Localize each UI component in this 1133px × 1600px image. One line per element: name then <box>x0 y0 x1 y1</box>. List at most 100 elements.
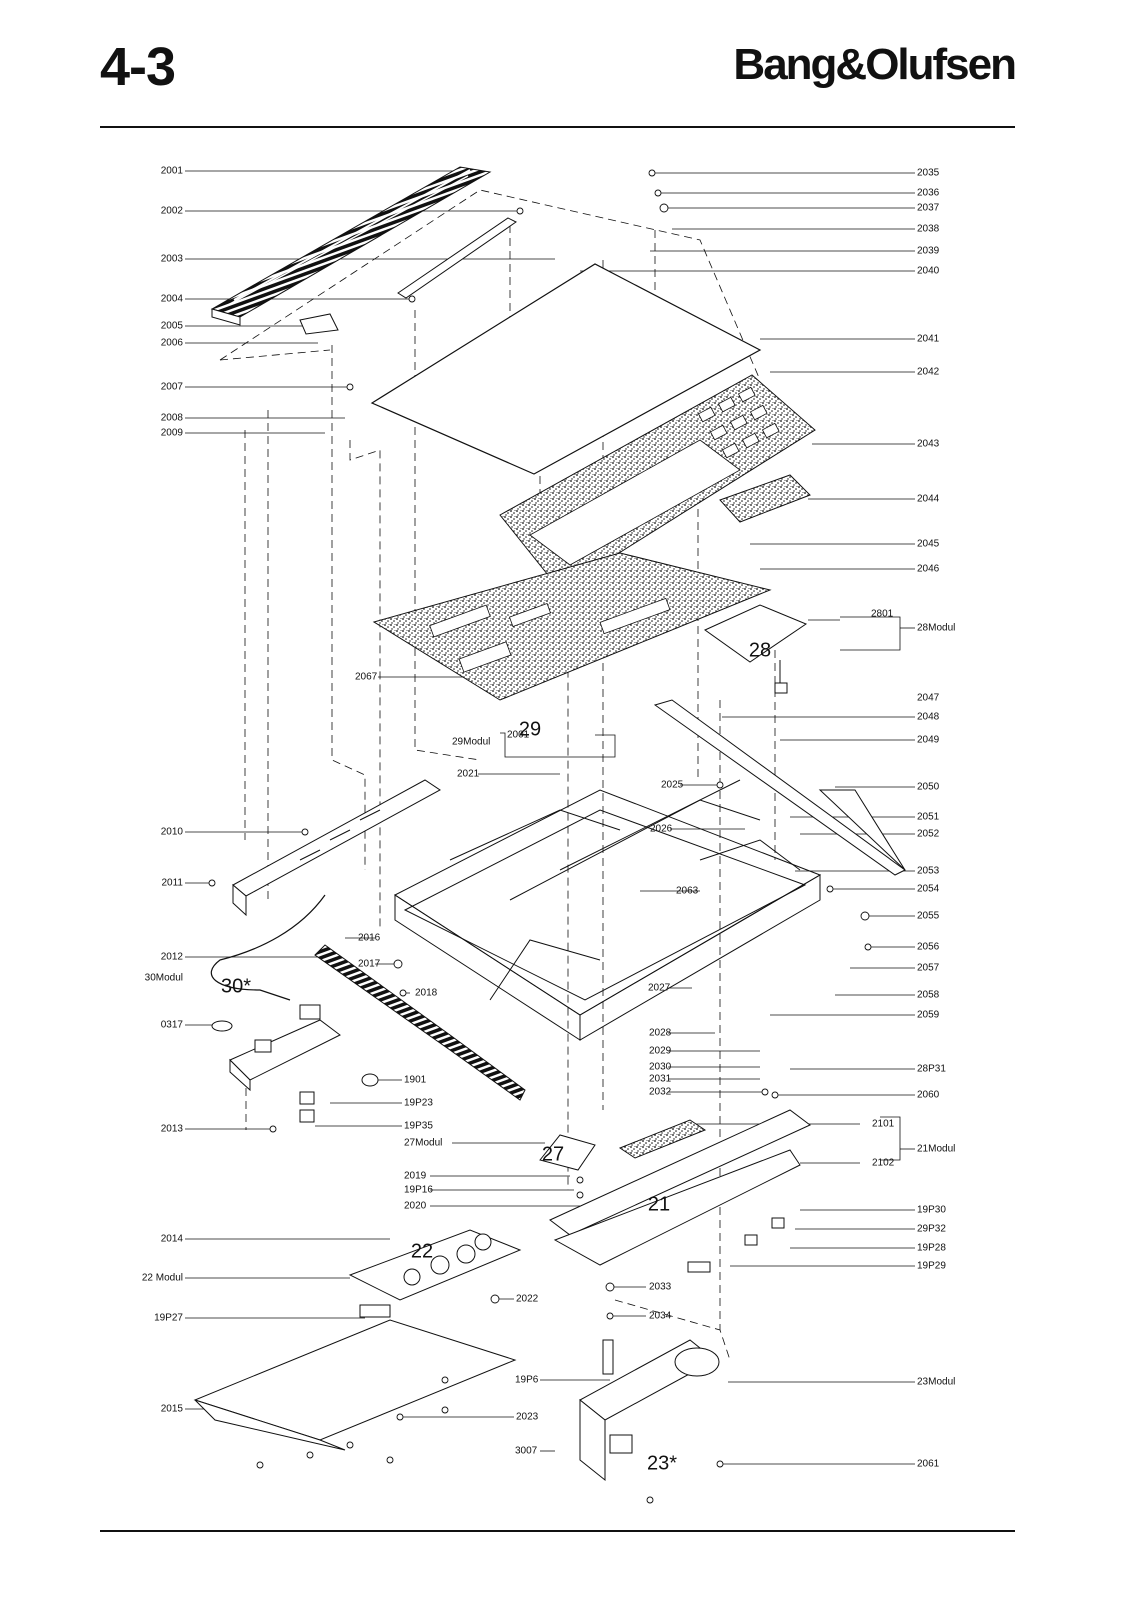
module-30-cable <box>210 894 326 1001</box>
module-21-boards <box>549 1109 811 1273</box>
part-label: 2009 <box>161 428 184 439</box>
part-label: 2050 <box>917 782 940 793</box>
part-label: 29Modul <box>452 737 490 748</box>
brand-logo: Bang&Olufsen <box>733 40 1017 89</box>
cover-plate <box>370 263 762 475</box>
rail-bar <box>299 217 517 335</box>
top-panel <box>499 374 816 591</box>
part-label: 2060 <box>917 1090 940 1101</box>
part-label: 2051 <box>917 812 940 823</box>
part-label: 2026 <box>650 824 673 835</box>
part-label: 2039 <box>917 246 940 257</box>
part-label: 2031 <box>649 1074 672 1085</box>
part-label: 2020 <box>404 1201 427 1212</box>
part-label: 2006 <box>161 338 184 349</box>
chassis-frame <box>394 779 822 1041</box>
part-label: 2102 <box>872 1158 895 1169</box>
part-label: 2021 <box>457 769 480 780</box>
part-label: 2061 <box>917 1459 940 1470</box>
part-label: 2063 <box>676 886 699 897</box>
part-label: 0317 <box>161 1020 184 1031</box>
module-number: 27 <box>542 1143 564 1165</box>
part-label: 2045 <box>917 539 940 550</box>
part-label: 19P28 <box>917 1243 946 1254</box>
part-label: 2025 <box>661 780 684 791</box>
part-label: 2041 <box>917 334 940 345</box>
part-label: 2101 <box>872 1119 895 1130</box>
part-label: 2030 <box>649 1062 672 1073</box>
part-label: 2044 <box>917 494 940 505</box>
part-label: 28P31 <box>917 1064 946 1075</box>
part-label: 2019 <box>404 1171 427 1182</box>
part-label: 2017 <box>358 959 381 970</box>
heatsink-strip <box>314 944 526 1101</box>
part-label: 2037 <box>917 203 940 214</box>
part-label: 2052 <box>917 829 940 840</box>
part-label: 2028 <box>649 1028 672 1039</box>
part-label: 2023 <box>516 1412 539 1423</box>
side-arm <box>653 699 906 876</box>
part-label: 2018 <box>415 988 438 999</box>
part-label: 2008 <box>161 413 184 424</box>
part-label: 28Modul <box>917 623 955 634</box>
part-label: 2047 <box>917 693 940 704</box>
module-28-board <box>704 604 808 694</box>
part-label: 2033 <box>649 1282 672 1293</box>
part-label: 2007 <box>161 382 184 393</box>
part-label: 2013 <box>161 1124 184 1135</box>
plug-board <box>211 1004 379 1123</box>
part-label: 1901 <box>404 1075 427 1086</box>
part-label: 2010 <box>161 827 184 838</box>
part-label: 19P35 <box>404 1121 433 1132</box>
part-label: 2014 <box>161 1234 184 1245</box>
module-22-board <box>348 1229 522 1318</box>
part-label: 19P6 <box>515 1375 539 1386</box>
part-label: 2042 <box>917 367 940 378</box>
speaker-grille <box>210 166 492 326</box>
part-label: 2035 <box>917 168 940 179</box>
part-label: 2054 <box>917 884 940 895</box>
part-label: 2056 <box>917 942 940 953</box>
module-number: 29 <box>519 718 541 740</box>
part-label: 30Modul <box>145 973 183 984</box>
base-plate <box>193 1319 517 1451</box>
part-label: 2003 <box>161 254 184 265</box>
part-label: 2053 <box>917 866 940 877</box>
part-label: 2034 <box>649 1311 672 1322</box>
part-label: 19P23 <box>404 1098 433 1109</box>
module-number: 28 <box>749 639 771 661</box>
part-label: 2002 <box>161 206 184 217</box>
part-label: 2027 <box>648 983 671 994</box>
part-label: 2040 <box>917 266 940 277</box>
part-label: 2011 <box>161 878 183 889</box>
part-label: 19P30 <box>917 1205 946 1216</box>
part-label: 29P32 <box>917 1224 946 1235</box>
part-label: 19P29 <box>917 1261 946 1272</box>
module-23-unit <box>579 1339 720 1482</box>
part-label: 2058 <box>917 990 940 1001</box>
part-label: 21Modul <box>917 1144 955 1155</box>
module-number: 23* <box>647 1452 677 1474</box>
module-number: 21 <box>648 1193 670 1215</box>
side-bracket <box>232 779 441 917</box>
right-part-labels: 2035203620372038203920402041204220432044… <box>917 168 955 1470</box>
part-label: 19P16 <box>404 1185 433 1196</box>
part-label: 2015 <box>161 1404 184 1415</box>
bottom-rule <box>100 1530 1015 1532</box>
module-27-part <box>539 1134 596 1171</box>
part-label: 2046 <box>917 564 940 575</box>
part-label: 2032 <box>649 1087 672 1098</box>
module-number: 30* <box>221 975 251 997</box>
part-label: 2012 <box>161 952 184 963</box>
part-label: 22 Modul <box>142 1273 183 1284</box>
part-label: 2016 <box>358 933 381 944</box>
part-label: 2067 <box>355 672 378 683</box>
leader-lines <box>185 170 915 1465</box>
part-label: 2005 <box>161 321 184 332</box>
part-label: 3007 <box>515 1446 538 1457</box>
part-label: 2038 <box>917 224 940 235</box>
part-label: 2049 <box>917 735 940 746</box>
inner-part-labels: 2801206729Modul2001202120252026206320162… <box>355 609 895 1457</box>
